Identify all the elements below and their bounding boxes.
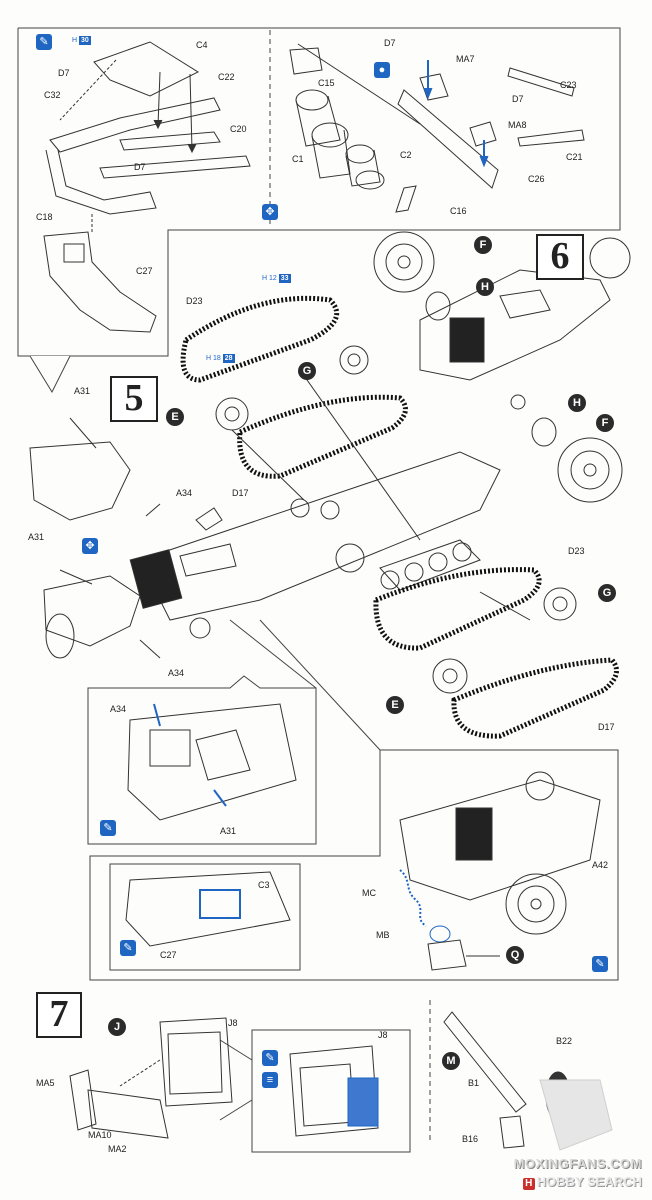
part-label: C23 [560,80,577,90]
part-label: C3 [258,880,270,890]
part-label: A31 [74,386,91,396]
hobby-search-logo-icon: H [522,1178,535,1190]
color-tag-code: 33 [278,274,291,283]
part-label: MC [362,888,376,898]
part-label: D17 [598,722,615,732]
glue-icon: ✎ [592,956,608,972]
part-label: C27 [136,266,153,276]
part-label: B22 [556,1036,573,1046]
part-label: MA8 [508,120,527,130]
callout-q: Q [506,946,524,964]
part-label: C4 [196,40,208,50]
part-label: C2 [400,150,412,160]
step-number-5: 5 [110,376,158,422]
option-parts-icon: ✥ [262,204,278,220]
callout-f: F [474,236,492,254]
part-label: A42 [592,860,609,870]
callout-f: F [596,414,614,432]
part-label: C22 [218,72,235,82]
part-label: MA5 [36,1078,55,1088]
callout-h: H [476,278,494,296]
callout-h: H [568,394,586,412]
callout-m: M [442,1052,460,1070]
part-label: MA10 [88,1130,112,1140]
part-label: J8 [228,1018,238,1028]
callout-g: G [598,584,616,602]
part-label: C16 [450,206,467,216]
part-label: C21 [566,152,583,162]
part-label: B1 [468,1078,480,1088]
color-tag: H 30 [72,36,91,45]
part-label: A34 [110,704,127,714]
part-label: MA2 [108,1144,127,1154]
callout-j: J [108,1018,126,1036]
part-label: D7 [384,38,396,48]
part-label: C32 [44,90,61,100]
part-label: C15 [318,78,335,88]
watermark-site: MOXINGFANS.COM [513,1156,642,1171]
part-label: C27 [160,950,177,960]
color-tag-code: 28 [222,354,235,363]
callout-e: E [166,408,184,426]
part-label: A31 [220,826,237,836]
part-label: D7 [58,68,70,78]
part-label: A34 [168,668,185,678]
glue-icon: ✎ [100,820,116,836]
part-label: A31 [28,532,45,542]
part-label: C20 [230,124,247,134]
step-number-7: 7 [36,992,82,1038]
part-label: D7 [134,162,146,172]
part-label: C26 [528,174,545,184]
glue-icon: ✎ [262,1050,278,1066]
part-label: D23 [568,546,585,556]
part-label: J8 [378,1030,388,1040]
part-label: D17 [232,488,249,498]
callout-g: G [298,362,316,380]
paint-stripes-icon: ≡ [262,1072,278,1088]
color-tag-prefix: H 12 [262,275,277,282]
part-label: C18 [36,212,53,222]
option-parts-icon: ✥ [82,538,98,554]
cement-drop-icon: ● [374,62,390,78]
color-tag: H 18 28 [206,354,235,363]
color-tag-prefix: H [72,37,78,44]
glue-icon: ✎ [36,34,52,50]
part-label: A34 [176,488,193,498]
step-number-6: 6 [536,234,584,280]
glue-icon: ✎ [120,940,136,956]
part-label: MB [376,930,390,940]
part-label: D23 [186,296,203,306]
part-label: B16 [462,1134,479,1144]
part-label: MA7 [456,54,475,64]
watermark-brand-text: HOBBY SEARCH [536,1174,642,1189]
part-label: C1 [292,154,304,164]
color-tag: H 12 33 [262,274,291,283]
callout-e: E [386,696,404,714]
color-tag-prefix: H 18 [206,355,221,362]
part-label: D7 [512,94,524,104]
color-tag-code: 30 [79,36,91,45]
